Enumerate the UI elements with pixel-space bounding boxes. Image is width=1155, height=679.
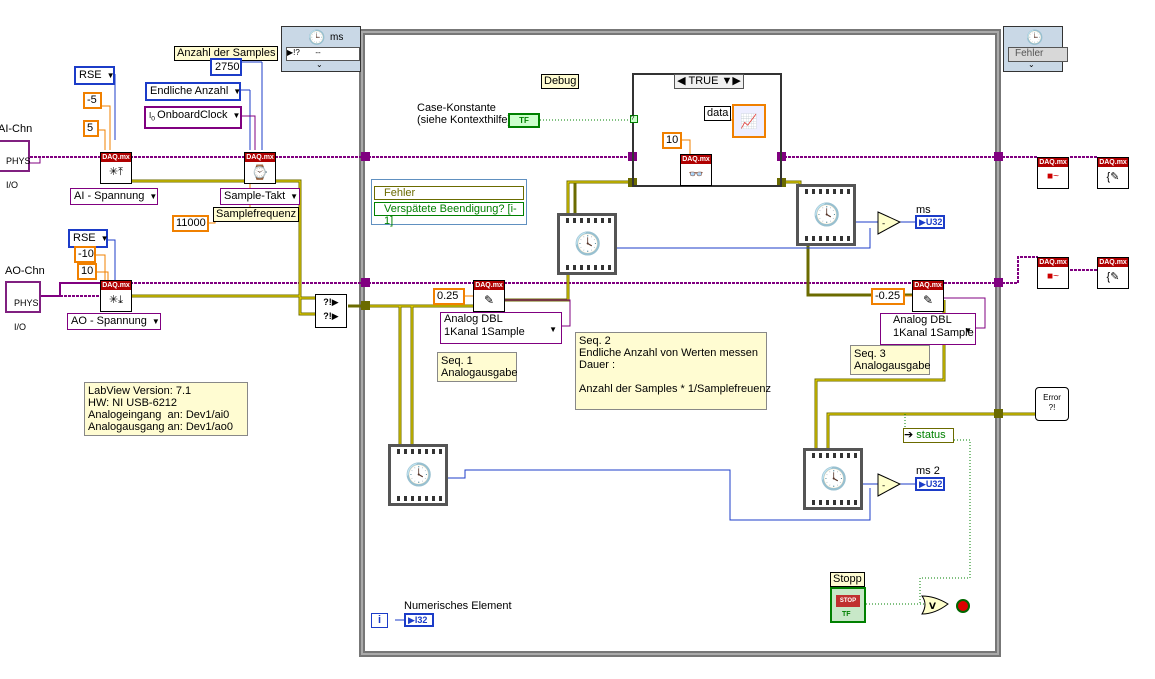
endliche-anzahl-constant[interactable]: Endliche Anzahl▼	[145, 82, 241, 101]
sample-takt-ring[interactable]: Sample-Takt▼	[220, 188, 300, 205]
analog-dbl-ring-1[interactable]: Analog DBL 1Kanal 1Sample▼	[440, 312, 562, 344]
loop-condition	[956, 599, 970, 613]
daqmx-stop-task-ao[interactable]: DAQ.mx■~	[1037, 257, 1069, 289]
case-konstante-label: Case-Konstante (siehe Kontexthilfe)	[417, 102, 512, 126]
min-value-ai[interactable]: -5	[83, 92, 102, 109]
daqmx-write-vi-2[interactable]: DAQ.mx✎	[912, 280, 944, 312]
max-value-ao[interactable]: 10	[77, 263, 97, 280]
clock-icon: 🕒	[308, 29, 326, 45]
case-selector[interactable]: ◀ TRUE ▼▶	[674, 74, 744, 89]
ms2-indicator-label: ms 2	[916, 465, 940, 477]
subtract-node-2	[877, 473, 902, 497]
ms2-indicator[interactable]: ▶U32	[915, 477, 945, 491]
chevron-down-icon-2: ⌄	[1028, 60, 1035, 69]
subtract-node-1	[877, 211, 902, 235]
const-minus025[interactable]: -0.25	[871, 288, 905, 305]
samplefrequenz-label: Samplefrequenz	[213, 207, 300, 222]
chevron-down-icon: ⌄	[316, 60, 323, 69]
numerisches-indicator[interactable]: ▶I32	[404, 613, 434, 627]
clock-icon-seq-bottom-left: 🕓	[405, 462, 433, 487]
unbundle-arrow-icon: ➔	[904, 429, 917, 441]
fehler-item[interactable]: Fehler	[374, 186, 524, 200]
daqmx-timing-vi[interactable]: DAQ.mx⌚	[244, 152, 276, 184]
fehler-top-label: Fehler	[1008, 47, 1068, 62]
const-10-case[interactable]: 10	[662, 132, 682, 149]
seq-frame-bottom-left[interactable]: 🕓	[388, 444, 448, 506]
phys-ao: PHYS	[14, 298, 39, 308]
daqmx-stop-task-ai[interactable]: DAQ.mx■~	[1037, 157, 1069, 189]
ao-chn-control[interactable]: PHYS I/O	[5, 281, 41, 332]
phys-ai: PHYS	[6, 156, 31, 166]
merge-errors-node[interactable]: ?!▶?!▶	[315, 294, 347, 328]
seq3-comment: Seq. 3 Analogausgabe	[850, 345, 930, 375]
clock-icon-2: 🕒	[1026, 29, 1044, 45]
palette-selector[interactable]: ▶!? --	[286, 47, 360, 61]
ai-chn-control[interactable]: PHYS I/O	[0, 140, 31, 190]
ao-chn-label: AO-Chn	[5, 265, 45, 277]
case-boolean-constant[interactable]: TF	[508, 113, 540, 128]
samplefrequenz-constant[interactable]: 11000	[172, 215, 209, 232]
min-value-ao[interactable]: -10	[74, 246, 96, 263]
ms-indicator-label: ms	[916, 204, 931, 216]
const-025[interactable]: 0.25	[433, 288, 465, 305]
samples-constant[interactable]: 2750	[210, 58, 242, 76]
stop-tf: TF	[842, 611, 851, 618]
ai-chn-label: AI-Chn	[0, 122, 33, 136]
stopp-label: Stopp	[830, 572, 865, 587]
io-ai: I/O	[6, 180, 19, 190]
seq-frame-mid[interactable]: 🕓	[557, 213, 617, 275]
seq-frame-top-right[interactable]: 🕓	[796, 184, 856, 246]
analog-dbl-ring-2[interactable]: Analog DBL 1Kanal 1Sample▼	[880, 313, 976, 345]
daqmx-create-channel-ai[interactable]: DAQ.mx✳⤒	[100, 152, 132, 184]
data-label: data	[704, 106, 732, 121]
info-comment: LabView Version: 7.1 HW: NI USB-6212 Ana…	[84, 382, 248, 436]
or-gate	[921, 595, 949, 615]
numeric-wires	[90, 61, 915, 621]
svg-text:-: -	[882, 481, 885, 491]
stop-face: STOP	[836, 595, 860, 607]
wait-timer-palette[interactable]: 🕒 ms ▶!? -- ⌄	[281, 26, 361, 72]
iteration-terminal: i	[371, 613, 388, 628]
status-unbundle[interactable]: ➔ status	[903, 428, 954, 443]
seq1-comment: Seq. 1 Analogausgabe	[437, 352, 517, 382]
verspaetete-item[interactable]: Verspätete Beendigung? [i-1]	[374, 202, 524, 227]
debug-label: Debug	[541, 74, 580, 89]
clock-icon-seq-top-right: 🕓	[813, 202, 841, 227]
onboard-clock-constant[interactable]: I0 OnboardClock▼	[144, 106, 242, 129]
daqmx-read-vi[interactable]: DAQ.mx👓	[680, 154, 712, 186]
daqmx-clear-task-ai[interactable]: DAQ.mx{✎	[1097, 157, 1129, 189]
error-unbundle[interactable]: Fehler Verspätete Beendigung? [i-1]	[371, 179, 527, 227]
io-ao: I/O	[14, 322, 27, 332]
seq2-comment: Seq. 2 Endliche Anzahl von Werten messen…	[575, 332, 771, 410]
ai-spannung-ring[interactable]: AI - Spannung▼	[70, 188, 158, 205]
ms-label-top: ms	[330, 32, 344, 43]
rse-constant-ai[interactable]: RSE▼	[74, 66, 115, 85]
svg-text:-: -	[882, 219, 885, 229]
svg-text:V: V	[929, 602, 936, 612]
daqmx-clear-task-ao[interactable]: DAQ.mx{✎	[1097, 257, 1129, 289]
ao-spannung-ring[interactable]: AO - Spannung▼	[67, 313, 161, 330]
daqmx-create-channel-ao[interactable]: DAQ.mx✳⤓	[100, 280, 132, 312]
graph-indicator[interactable]: 📈	[732, 104, 766, 138]
case-selector-terminal: ?	[630, 115, 638, 123]
ms-indicator[interactable]: ▶U32	[915, 215, 945, 229]
error-handler-node[interactable]: Error ?!	[1035, 387, 1069, 421]
stop-button[interactable]: STOP TF	[830, 587, 866, 623]
numerisches-label: Numerisches Element	[404, 600, 512, 612]
seq-frame-bottom-right[interactable]: 🕓	[803, 448, 863, 510]
case-structure[interactable]: ◀ TRUE ▼▶ ?	[630, 73, 782, 187]
fehler-palette[interactable]: 🕒 Fehler ⌄	[1003, 26, 1068, 72]
clock-icon-seq-mid: 🕓	[574, 231, 602, 256]
clock-icon-seq-bottom-right: 🕓	[820, 466, 848, 491]
max-value-ai[interactable]: 5	[83, 120, 99, 137]
daqmx-write-vi-1[interactable]: DAQ.mx✎	[473, 280, 505, 312]
ao-task-wire	[40, 256, 1098, 297]
